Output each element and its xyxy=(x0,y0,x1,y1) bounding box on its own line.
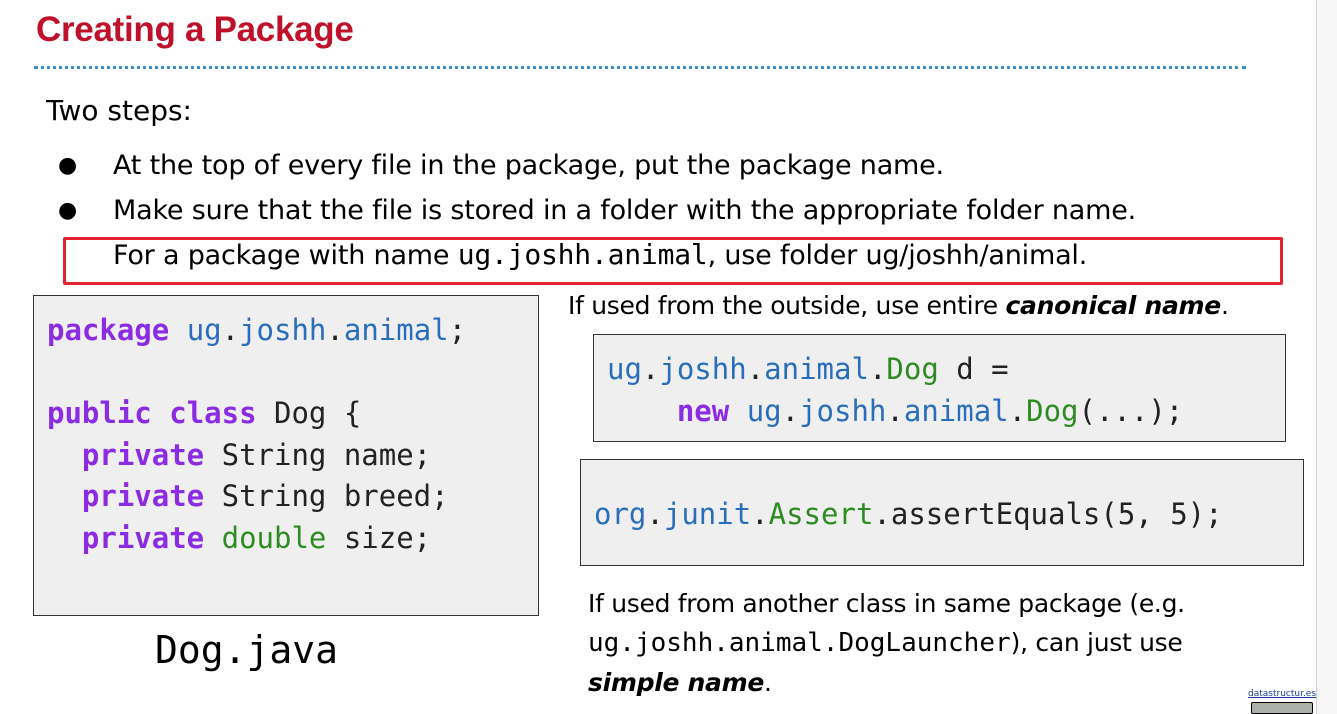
code-package-part: joshh xyxy=(239,313,327,347)
bullet-item-2: Make sure that the file is stored in a f… xyxy=(113,195,1137,226)
bullet-item-1: At the top of every file in the package,… xyxy=(113,150,944,181)
code-package-part: animal xyxy=(343,313,449,347)
code-type: Assert xyxy=(768,497,874,531)
bullet-dot: ● xyxy=(58,153,78,178)
code-keyword: class xyxy=(169,396,257,430)
folder-mapping-prefix: For a package with name xyxy=(113,240,458,271)
slide-right-edge xyxy=(1316,0,1317,714)
code-keyword: private xyxy=(81,437,205,472)
note-text: If used from the outside, use entire xyxy=(568,291,1006,320)
code-text: String name; xyxy=(221,437,432,472)
canonical-code: ug.joshh.animal.Dog d = new ug.joshh.ani… xyxy=(607,352,1184,428)
code-text: Dog { xyxy=(274,396,362,430)
dog-code: package ug.joshh.animal; public class Do… xyxy=(47,313,467,555)
folder-mapping-code: ug.joshh.animal xyxy=(457,238,708,271)
window-right-margin xyxy=(1317,0,1337,714)
code-package-part: ug xyxy=(607,352,642,386)
code-package-part: joshh xyxy=(659,352,747,386)
folder-mapping-suffix: , use folder ug/joshh/animal. xyxy=(707,240,1088,271)
creative-commons-badge xyxy=(1251,702,1313,714)
license-link[interactable]: datastructur.es xyxy=(1248,689,1317,699)
code-keyword: private xyxy=(81,479,205,513)
code-package-part: org xyxy=(594,497,647,531)
note-code: ug.joshh.animal.DogLauncher xyxy=(588,628,1011,658)
code-text: d = xyxy=(938,352,1009,386)
code-keyword: package xyxy=(47,313,170,347)
code-package-part: ug xyxy=(746,393,782,428)
code-package-part: joshh xyxy=(799,393,887,428)
code-text: String breed; xyxy=(221,479,449,513)
code-keyword: public xyxy=(47,396,152,430)
code-text: size; xyxy=(343,520,432,555)
note-text: . xyxy=(1220,291,1229,320)
outside-usage-note: If used from the outside, use entire can… xyxy=(568,291,1229,320)
code-keyword: private xyxy=(81,520,205,555)
code-text: (...); xyxy=(1078,393,1184,428)
note-emphasis: simple name xyxy=(588,668,764,697)
code-text: assertEquals(5, 5); xyxy=(890,497,1223,531)
bullet-dot: ● xyxy=(58,198,78,223)
code-type: Dog xyxy=(1026,393,1079,428)
note-text: . xyxy=(764,668,772,697)
assert-code-box xyxy=(580,459,1304,566)
slide-title: Creating a Package xyxy=(36,10,354,49)
note-emphasis: canonical name xyxy=(1005,291,1221,320)
title-divider xyxy=(34,66,1246,69)
code-package-part: animal xyxy=(764,352,869,386)
same-package-note-line2: ug.joshh.animal.DogLauncher), can just u… xyxy=(588,628,1183,658)
highlight-box xyxy=(63,237,1283,285)
code-type: double xyxy=(221,520,327,555)
folder-mapping-text: For a package with name ug.joshh.animal,… xyxy=(113,238,1087,271)
code-keyword: new xyxy=(676,393,730,428)
assert-code: org.junit.Assert.assertEquals(5, 5); xyxy=(594,497,1223,531)
code-package-part: animal xyxy=(903,393,1009,428)
code-package-part: junit xyxy=(663,497,752,531)
code-package-part: ug xyxy=(186,313,222,347)
same-package-note-line1: If used from another class in same packa… xyxy=(588,589,1185,618)
canonical-code-box xyxy=(593,334,1286,442)
file-name-label: Dog.java xyxy=(155,628,339,672)
intro-text: Two steps: xyxy=(46,94,192,127)
dog-code-box xyxy=(33,295,539,616)
code-type: Dog xyxy=(886,352,939,386)
same-package-note-line3: simple name. xyxy=(588,668,772,697)
note-text: ), can just use xyxy=(1010,628,1183,657)
